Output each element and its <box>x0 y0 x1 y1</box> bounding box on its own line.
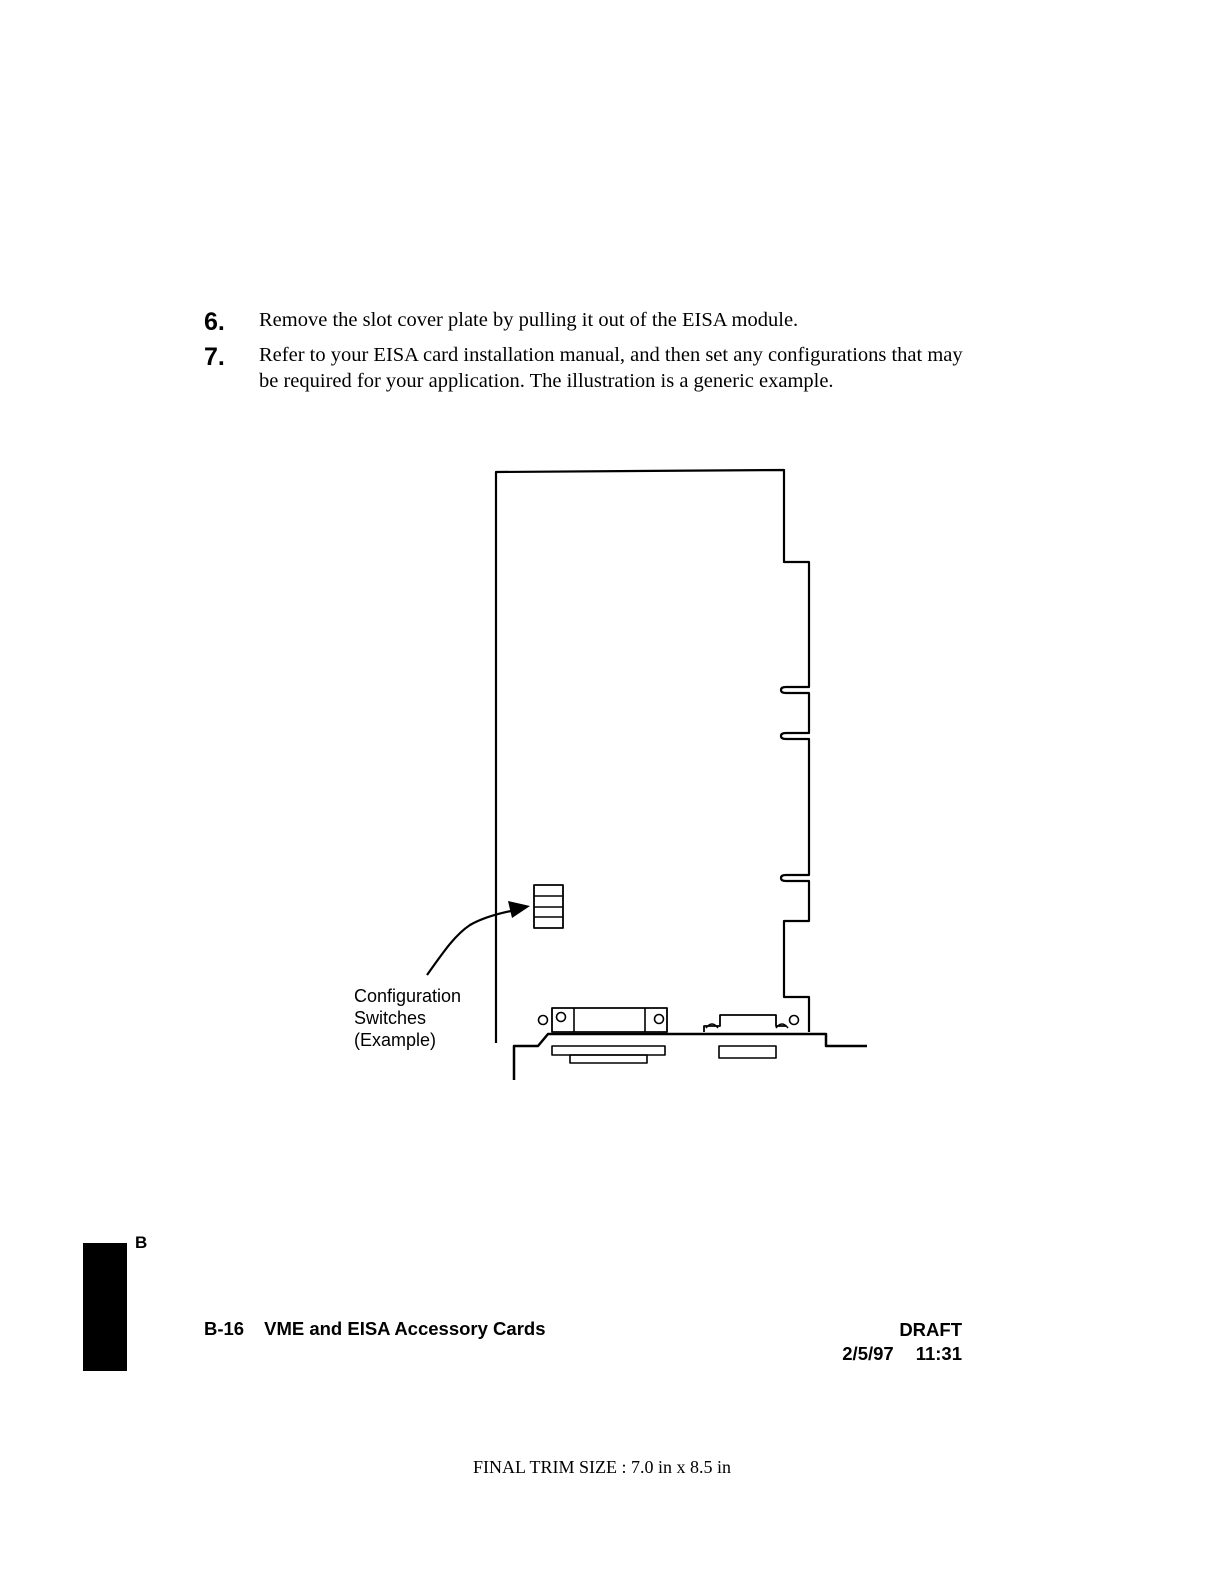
mounting-bracket <box>512 1032 867 1080</box>
callout-line: Configuration <box>354 986 462 1006</box>
left-connector-body <box>551 1045 666 1056</box>
draft-label: DRAFT <box>899 1319 962 1340</box>
footer-left: B-16 VME and EISA Accessory Cards <box>204 1318 546 1340</box>
thumb-tab <box>83 1243 127 1371</box>
left-connector-flange <box>551 1007 668 1033</box>
callout-line: Switches <box>354 1008 427 1028</box>
card-outline <box>494 468 811 1043</box>
step-text: Refer to your EISA card installation man… <box>259 344 963 392</box>
footer-right: DRAFT 2/5/97 11:31 <box>760 1318 962 1366</box>
right-connector-body <box>718 1045 777 1059</box>
figure-callout: Configuration Switches (Example) <box>354 985 461 1051</box>
thumb-tab-letter: B <box>135 1233 148 1252</box>
callout-arrow-line <box>426 908 517 976</box>
step-number: 7. <box>204 343 225 371</box>
step-text: Remove the slot cover plate by pulling i… <box>259 309 799 331</box>
callout-line: (Example) <box>354 1030 437 1050</box>
trim-size-note: FINAL TRIM SIZE : 7.0 in x 8.5 in <box>472 1457 731 1477</box>
eisa-card-illustration <box>426 468 867 1080</box>
step-number: 6. <box>204 308 225 336</box>
callout-arrowhead <box>508 901 530 918</box>
page-number: B-16 <box>204 1318 245 1339</box>
draft-date: 2/5/97 <box>842 1343 894 1364</box>
chapter-title: VME and EISA Accessory Cards <box>264 1318 546 1339</box>
draft-time: 11:31 <box>915 1343 962 1364</box>
